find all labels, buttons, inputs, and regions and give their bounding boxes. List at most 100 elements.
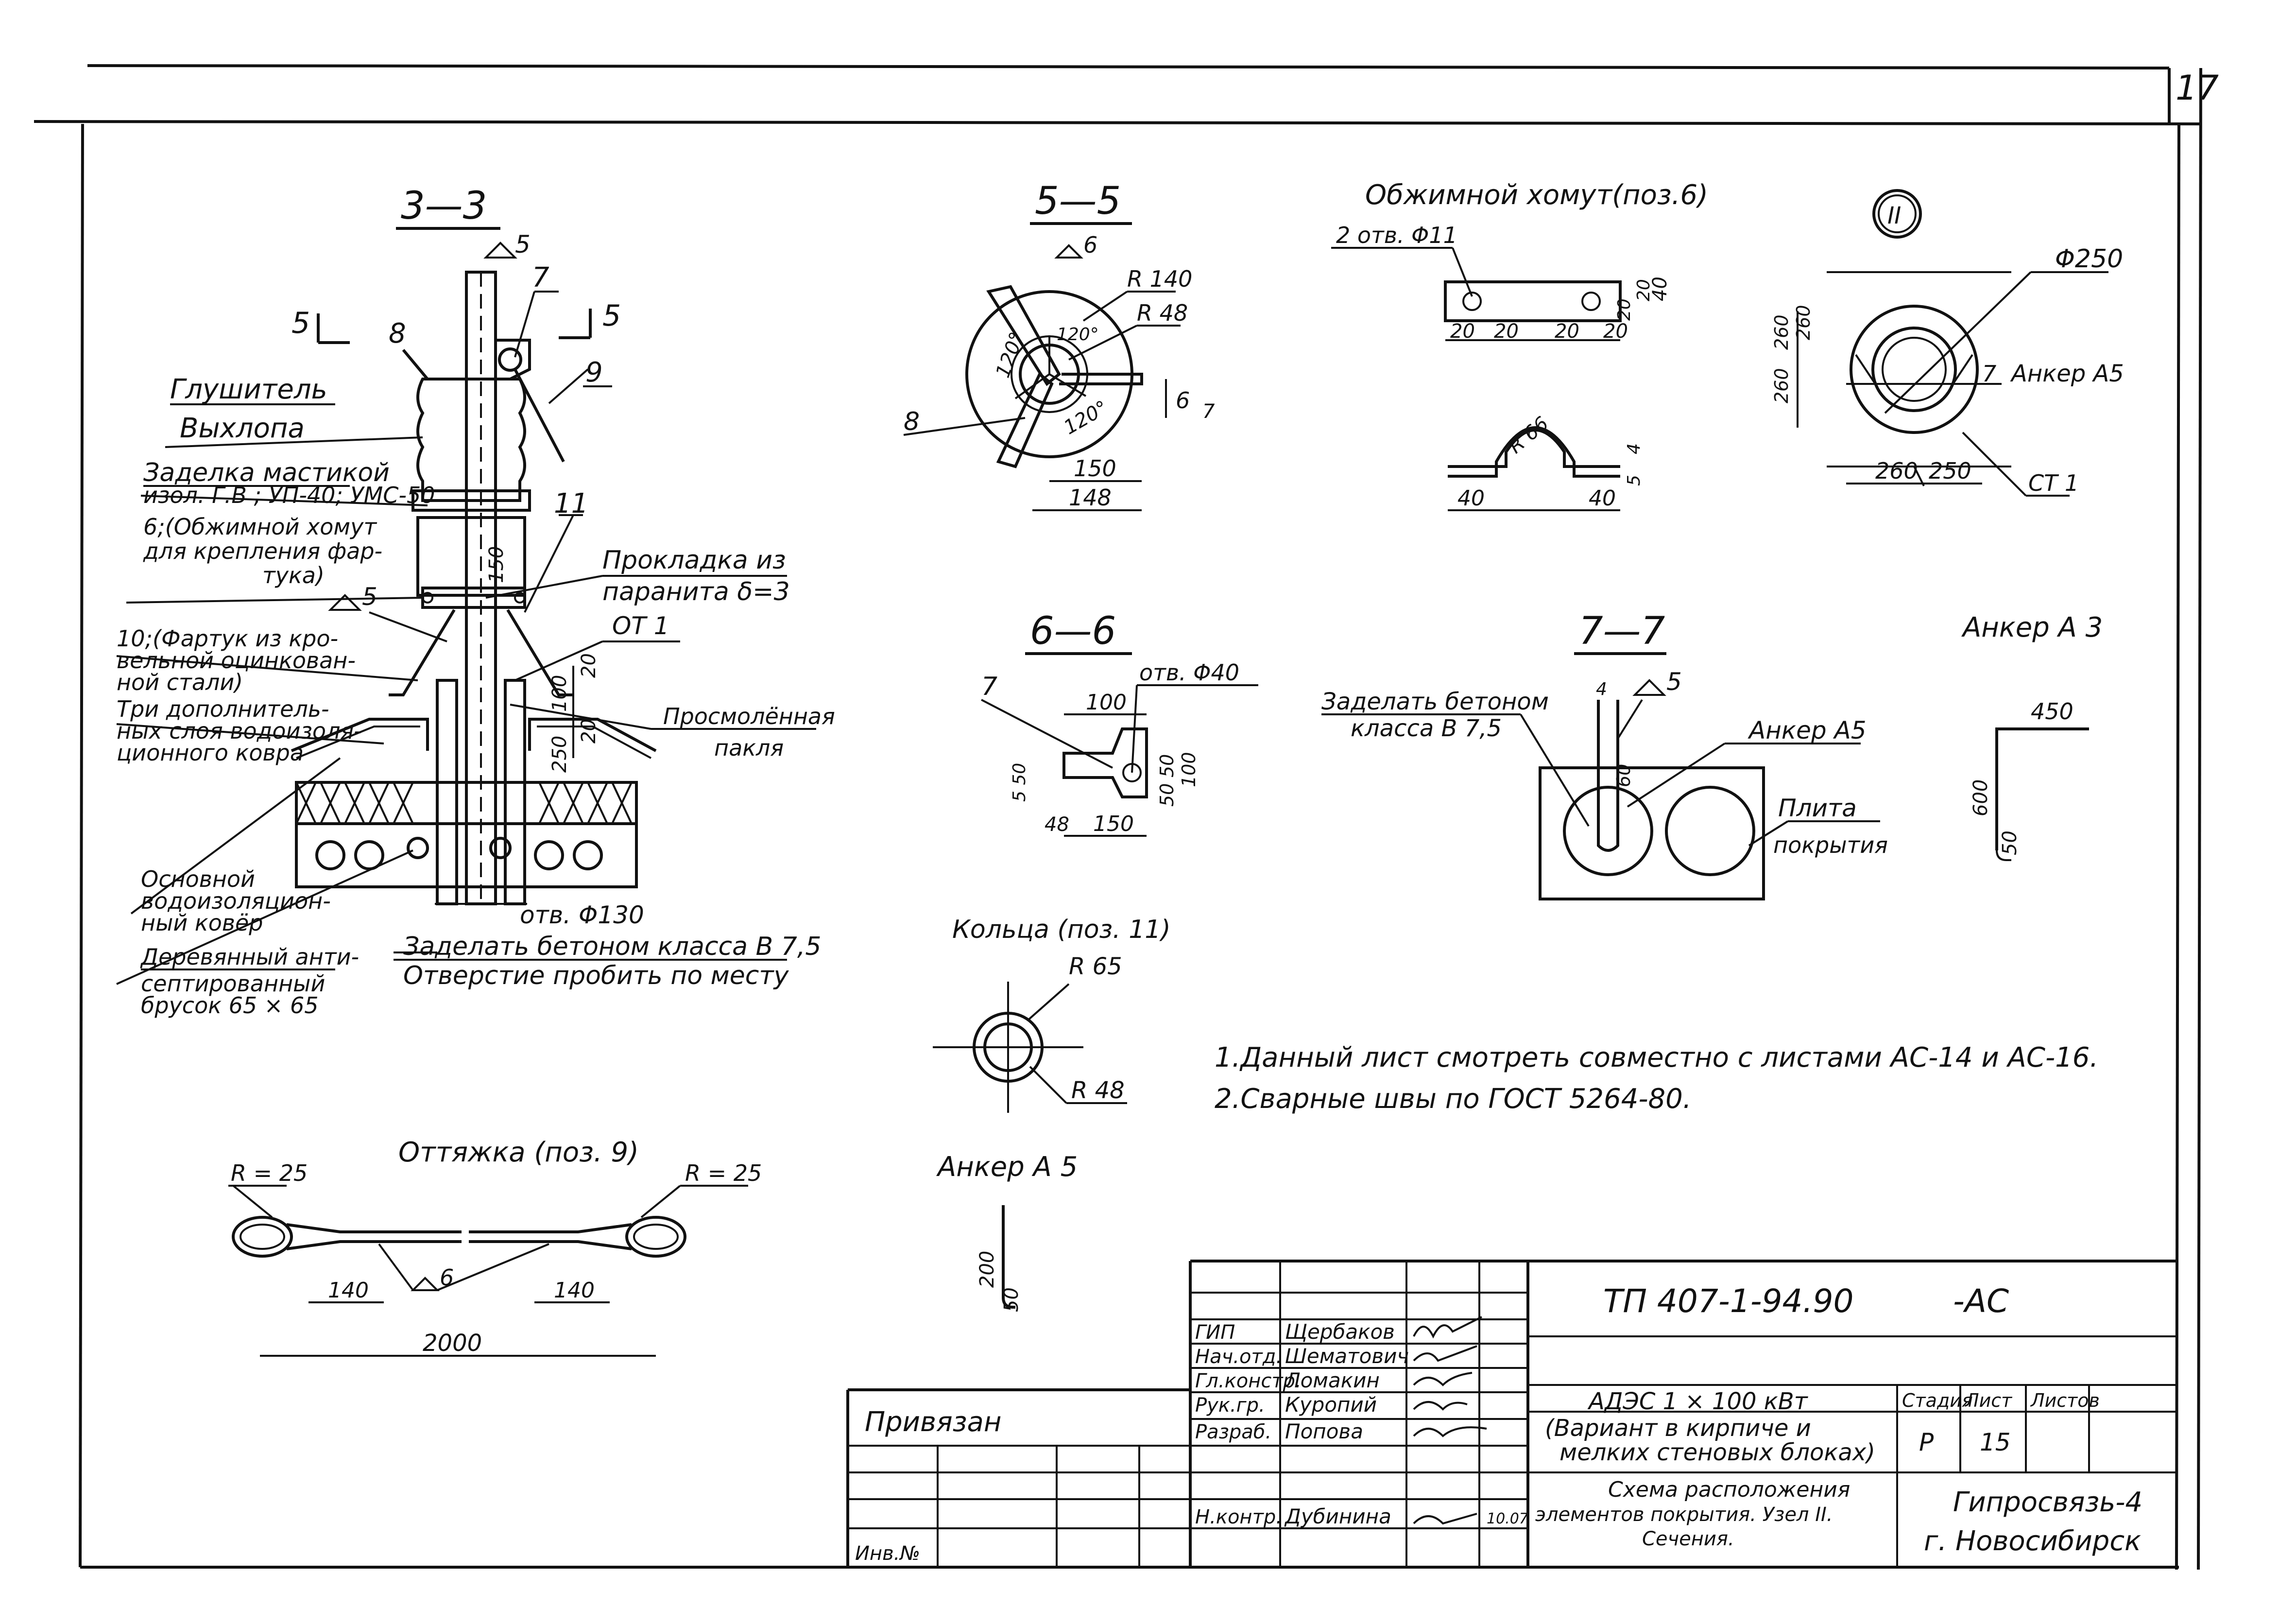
title-block: ТП 407-1-94.90 -АС ГИП Нач.отд. Гл.конст… bbox=[846, 1260, 2176, 1567]
guy-r25a: R = 25 bbox=[231, 1160, 308, 1186]
org-2: г. Новосибирск bbox=[1924, 1525, 2141, 1557]
phi-250: Φ250 bbox=[2055, 244, 2123, 274]
s77-concrete-2: класса В 7,5 bbox=[1351, 715, 1502, 742]
d66-150: 150 bbox=[1093, 812, 1134, 836]
plate-6-6 bbox=[1062, 727, 1148, 798]
sheet-value: 15 bbox=[1980, 1428, 2011, 1456]
pos-7: 7 bbox=[532, 262, 549, 294]
label-mastic-2: изол. Г.В ; УП-40; УМС-50 bbox=[143, 482, 435, 508]
label-hole-130: отв. Φ130 bbox=[520, 901, 644, 929]
bound-label: Привязан bbox=[865, 1406, 1001, 1438]
label-clamp-1: 6;(Обжимной хомут bbox=[143, 514, 377, 540]
label-base-2: водоизоляцион- bbox=[141, 888, 331, 914]
node2-d260b: 260 bbox=[1793, 305, 1814, 340]
label-gasket-2: паранита δ=3 bbox=[602, 577, 790, 606]
guy-d2000: 2000 bbox=[423, 1330, 482, 1357]
label-ot1: ОТ 1 bbox=[612, 612, 669, 640]
weld-mark-6: 6 bbox=[1083, 232, 1097, 258]
role-3: Гл.констр. bbox=[1195, 1370, 1302, 1392]
section-7-7: 7—7 Заделать бетоном класса В 7,5 4 5 60… bbox=[1321, 609, 1888, 900]
a5-50: 50 bbox=[1000, 1287, 1023, 1312]
label-bar-3: брусок 65 × 65 bbox=[141, 992, 318, 1019]
desc-3: Сечения. bbox=[1642, 1528, 1734, 1550]
section-3-3-title: 3—3 bbox=[401, 184, 487, 228]
node2-d260c: 260 bbox=[1771, 368, 1792, 403]
radius-140: R 140 bbox=[1127, 266, 1192, 292]
section-5-5: 5—5 6 120° 120° 120° R 140 R 48 8 6 7 15… bbox=[903, 179, 1215, 511]
clamp-d20c: 20 bbox=[1555, 320, 1579, 343]
label-base-1: Основной bbox=[141, 866, 255, 892]
section-5-5-title: 5—5 bbox=[1035, 179, 1121, 223]
clamp-plan bbox=[1444, 280, 1622, 322]
radius-48: R 48 bbox=[1137, 300, 1188, 326]
clamp-d5: 5 bbox=[1624, 475, 1644, 486]
signatures bbox=[1413, 1316, 1487, 1525]
guy-r25b: R = 25 bbox=[685, 1160, 762, 1186]
label-muffler-2: Выхлопа bbox=[180, 413, 305, 444]
node-mark-2: II bbox=[1887, 202, 1901, 229]
anchor-a5-title: Анкер А 5 bbox=[936, 1151, 1078, 1183]
pos-7-55: 7 bbox=[1202, 400, 1215, 423]
clamp-d20d: 20 bbox=[1603, 320, 1628, 343]
a5-200: 200 bbox=[976, 1251, 998, 1288]
clamp-r66: R 66 bbox=[1505, 413, 1553, 458]
label-tow-2: пакля bbox=[714, 735, 784, 761]
page-number: 17 bbox=[2176, 68, 2219, 108]
project-3: мелких стеновых блоках) bbox=[1559, 1439, 1875, 1466]
label-bar-2: септированный bbox=[141, 970, 325, 997]
label-base-3: ный ковёр bbox=[141, 910, 263, 936]
project-2: (Вариант в кирпиче и bbox=[1545, 1415, 1811, 1442]
d66-50b: 50 bbox=[1156, 783, 1178, 807]
label-tow-1: Просмолённая bbox=[663, 703, 835, 729]
role-4: Рук.гр. bbox=[1195, 1394, 1265, 1417]
a3-50: 50 bbox=[1999, 830, 2021, 855]
d66-100a: 100 bbox=[1086, 690, 1127, 715]
d66-50a: 50 bbox=[1156, 754, 1178, 778]
name-3: Ломакин bbox=[1284, 1368, 1380, 1392]
desc-1: Схема расположения bbox=[1608, 1477, 1850, 1502]
label-concrete-1: Заделать бетоном класса В 7,5 bbox=[403, 932, 821, 961]
label-apron-3: ной стали) bbox=[117, 669, 243, 695]
s77-slab-1: Плита bbox=[1778, 794, 1857, 822]
guy-d140b: 140 bbox=[554, 1278, 595, 1303]
section-6-6-title: 6—6 bbox=[1030, 609, 1116, 653]
org-1: Гипросвязь-4 bbox=[1953, 1487, 2142, 1518]
sheet-header: Лист bbox=[1964, 1390, 2013, 1411]
weld-mark-5: 5 bbox=[515, 230, 531, 259]
role-5: Разраб. bbox=[1195, 1421, 1271, 1443]
anchor-a3: Анкер А 3 450 600 50 bbox=[1961, 612, 2103, 861]
node2-d7: 7 bbox=[1982, 361, 1996, 387]
pos-11: 11 bbox=[554, 488, 588, 519]
cut-mark-5-right: 5 bbox=[602, 299, 621, 333]
guy-title: Оттяжка (поз. 9) bbox=[398, 1137, 639, 1168]
dim-250: 250 bbox=[548, 736, 571, 773]
pos-7-66: 7 bbox=[981, 672, 997, 701]
label-clamp-2: для крепления фар- bbox=[143, 538, 382, 564]
role-2: Нач.отд. bbox=[1195, 1346, 1282, 1368]
sheet-frame: 17 bbox=[34, 64, 2219, 1570]
ring-r48: R 48 bbox=[1071, 1077, 1125, 1104]
desc-2: элементов покрытия. Узел II. bbox=[1535, 1504, 1833, 1526]
node2-anchor: Анкер А5 bbox=[2010, 360, 2124, 387]
section-6-6: 6—6 7 отв. Φ40 100 50 50 100 5 50 48 150 bbox=[981, 609, 1258, 837]
dim-150-55: 150 bbox=[1074, 455, 1116, 482]
guy-d140a: 140 bbox=[328, 1278, 369, 1303]
name-7: Дубинина bbox=[1284, 1504, 1391, 1528]
angle-120b: 120° bbox=[1057, 325, 1099, 345]
doc-suffix: -АС bbox=[1953, 1282, 2009, 1320]
dim-6: 6 bbox=[1176, 387, 1190, 414]
stage-value: Р bbox=[1919, 1428, 1934, 1456]
a3-450: 450 bbox=[2031, 698, 2073, 725]
node2-d250: 250 bbox=[1929, 458, 1971, 484]
label-bar-1: Деревянный анти- bbox=[140, 944, 359, 970]
slab-7-7 bbox=[1539, 766, 1765, 900]
cut-mark-5-left: 5 bbox=[291, 306, 310, 340]
clamp-d40a: 40 bbox=[1457, 486, 1485, 511]
clamp-d20a: 20 bbox=[1450, 320, 1475, 343]
angle-120a: 120° bbox=[992, 329, 1028, 380]
clamp-holes: 2 отв. Φ11 bbox=[1336, 222, 1457, 248]
note-1: 1.Данный лист смотреть совместно с листа… bbox=[1215, 1042, 2098, 1073]
dim-148-55: 148 bbox=[1069, 484, 1112, 511]
role-7: Н.контр. bbox=[1195, 1506, 1282, 1528]
ring-r65: R 65 bbox=[1069, 953, 1122, 980]
